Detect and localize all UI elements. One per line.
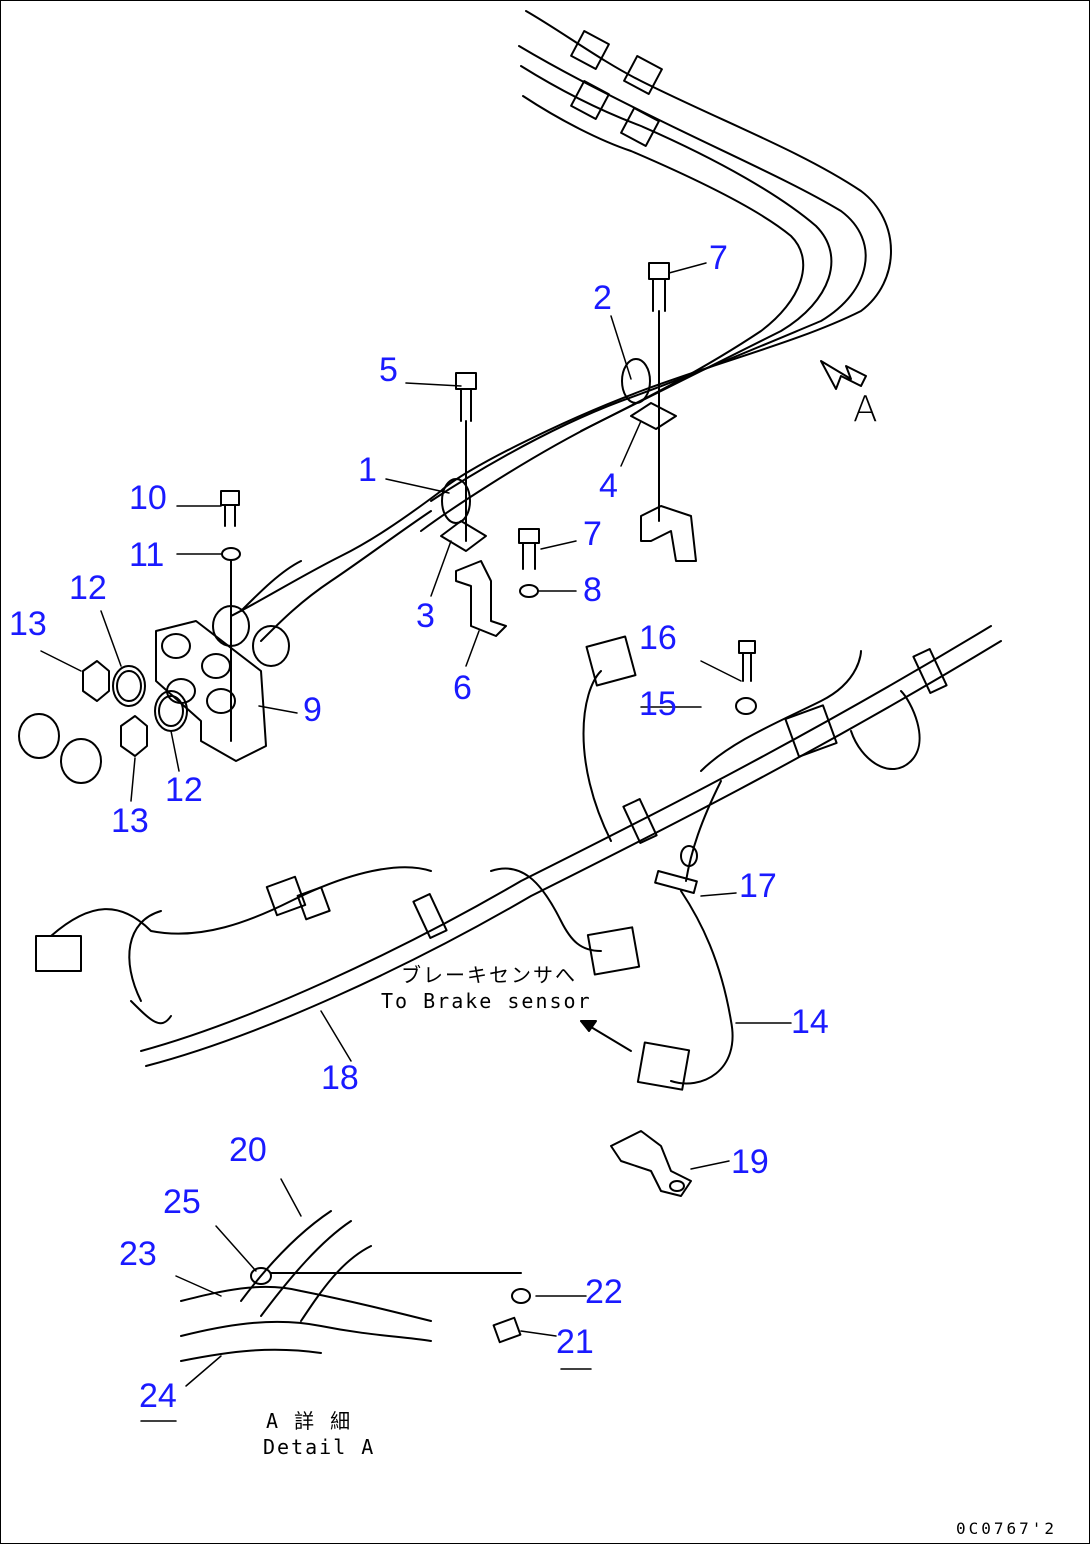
brake-note-jp: ブレーキセンサへ	[401, 963, 577, 987]
callout-19: 19	[731, 1143, 769, 1181]
brake-note-en: To Brake sensor	[381, 989, 592, 1013]
callout-2: 2	[593, 279, 612, 317]
clip-19	[610, 1130, 692, 1197]
hose-bundle	[230, 10, 892, 642]
bolt-7-upper	[648, 262, 670, 522]
bracket-upper	[640, 505, 697, 562]
callout-18: 18	[321, 1059, 359, 1097]
wire-harness	[35, 625, 1002, 1091]
view-letter-a: A	[853, 389, 878, 430]
detail-title-en: Detail A	[263, 1435, 376, 1459]
drawing-number: 0C0767'2	[956, 1519, 1058, 1538]
callout-20: 20	[229, 1131, 267, 1169]
washer-8	[519, 584, 539, 598]
callout-16: 16	[639, 619, 677, 657]
callout-6: 6	[453, 669, 472, 707]
callout-13-lower: 13	[111, 802, 149, 840]
callout-22: 22	[585, 1273, 623, 1311]
callout-12-upper: 12	[69, 569, 107, 607]
view-arrow	[820, 360, 867, 390]
callout-23: 23	[119, 1235, 157, 1273]
callout-24: 24	[139, 1377, 177, 1415]
callout-7-upper: 7	[709, 239, 728, 277]
bracket-6	[455, 560, 507, 637]
bolt-5	[455, 372, 477, 542]
callout-3: 3	[416, 597, 435, 635]
bolt-7-lower	[518, 528, 540, 570]
callout-9: 9	[303, 691, 322, 729]
callout-7-lower: 7	[583, 515, 602, 553]
leader-lines	[40, 262, 792, 1422]
callout-25: 25	[163, 1183, 201, 1221]
brake-sensor-arrow	[580, 1020, 632, 1052]
callout-5: 5	[379, 351, 398, 389]
detail-title-jp: A 詳 細	[266, 1409, 353, 1433]
clip-19-hole	[669, 1180, 685, 1192]
callout-15: 15	[639, 685, 677, 723]
callout-8: 8	[583, 571, 602, 609]
callout-12-lower: 12	[165, 771, 203, 809]
block-9	[155, 490, 290, 762]
seals-and-plugs	[18, 660, 188, 784]
callout-10: 10	[129, 479, 167, 517]
clamp-3	[440, 520, 487, 552]
clamp-4	[630, 402, 677, 430]
callout-11: 11	[129, 536, 165, 574]
callout-14: 14	[791, 1003, 829, 1041]
callout-17: 17	[739, 867, 777, 905]
detail-a-drawing	[180, 1210, 531, 1362]
callout-1: 1	[358, 451, 377, 489]
callout-21: 21	[556, 1323, 594, 1361]
callout-13-upper: 13	[9, 605, 47, 643]
callout-4: 4	[599, 467, 618, 505]
